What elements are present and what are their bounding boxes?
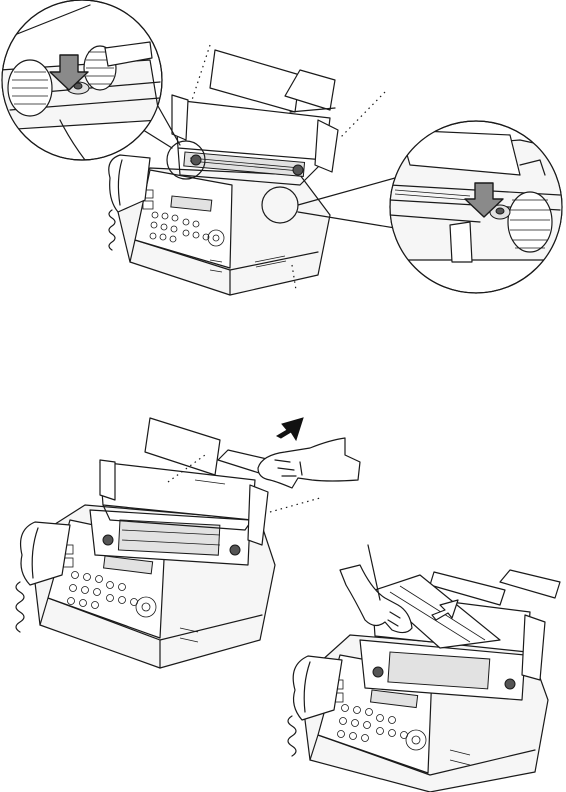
fax-machine-icon (16, 418, 280, 668)
hand-icon (258, 438, 360, 488)
lift-up-arrow-icon (277, 418, 303, 440)
fax-remove-ribbon-figure (288, 545, 560, 792)
fax-machine-icon (288, 570, 560, 792)
fax-open-cover-release-figure (0, 0, 566, 295)
magnifier-callout-left-icon (0, 0, 162, 160)
fax-lift-cover-figure (16, 418, 360, 668)
magnifier-callout-right-icon (390, 121, 566, 293)
